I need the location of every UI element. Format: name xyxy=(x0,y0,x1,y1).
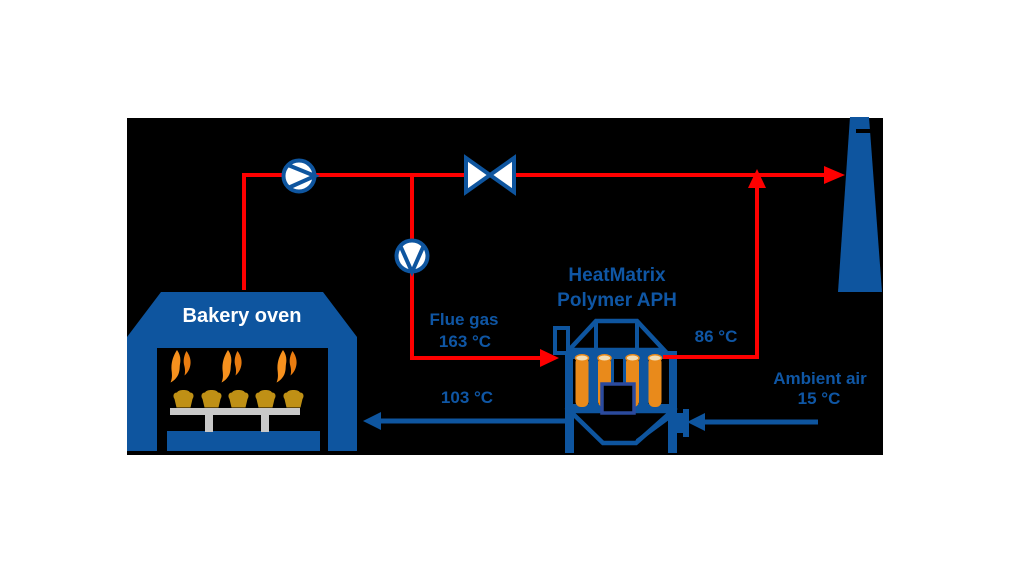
preheated-air-temp-label: 103 °C xyxy=(440,388,494,407)
flame-icon xyxy=(170,350,191,383)
flue-gas-main-pipe xyxy=(242,173,824,290)
aph-leg xyxy=(668,411,677,453)
arrow-left-icon xyxy=(363,412,381,430)
shelf-top xyxy=(170,408,300,415)
aph-access-door xyxy=(600,382,636,415)
oven-platform xyxy=(167,431,320,451)
air-piping xyxy=(363,412,818,431)
baked-goods xyxy=(173,390,304,408)
muffin-icon xyxy=(201,390,222,408)
aph-divider xyxy=(639,355,649,408)
muffin-icon xyxy=(283,390,304,408)
aph-leg xyxy=(565,411,574,453)
ambient-air-label: Ambient air xyxy=(773,369,867,388)
flame-icon xyxy=(221,350,242,383)
arrow-right-icon xyxy=(540,349,559,367)
aph-hopper-strut xyxy=(635,411,677,443)
aph-inlet-nozzle xyxy=(553,326,570,355)
heat-tube xyxy=(647,354,663,407)
aph-air-flange xyxy=(683,409,689,437)
flue-gas-piping xyxy=(242,166,845,367)
flue-gas-temp-label: 163 °C xyxy=(438,332,492,351)
shelf-leg xyxy=(261,415,269,432)
muffin-icon xyxy=(228,390,249,408)
fan-icon xyxy=(281,158,321,194)
bakery-oven xyxy=(127,292,357,451)
arrow-up-icon xyxy=(748,169,766,188)
flue-gas-label: Flue gas xyxy=(429,310,499,329)
aph-outlet-temp-label: 86 °C xyxy=(694,327,738,346)
muffin-icon xyxy=(173,390,194,408)
burner-flames xyxy=(170,350,297,383)
heat-tube xyxy=(574,354,590,407)
aph-title-line2: Polymer APH xyxy=(557,290,677,311)
fan-icon xyxy=(394,238,430,277)
flue-gas-branch-pipe xyxy=(410,175,540,360)
oven-shelf xyxy=(170,408,300,432)
ambient-air-temp-label: 15 °C xyxy=(797,389,841,408)
valve-icon xyxy=(464,154,516,196)
oven-label: Bakery oven xyxy=(182,305,302,327)
aph-air-nozzle xyxy=(677,413,683,433)
muffin-icon xyxy=(255,390,276,408)
oven-body xyxy=(127,292,357,451)
chimney-stack xyxy=(838,117,882,292)
aph-outlet-pipe xyxy=(663,188,759,359)
aph-divider xyxy=(588,355,598,408)
flame-icon xyxy=(276,350,297,383)
arrow-left-icon xyxy=(687,413,705,431)
chimney-body xyxy=(838,117,882,292)
aph-frame-line xyxy=(611,357,614,406)
aph-title-line1: HeatMatrix xyxy=(568,265,666,286)
shelf-leg xyxy=(205,415,213,432)
air-preheater-unit xyxy=(553,318,689,453)
aph-frame-line xyxy=(623,357,626,406)
arrow-right-icon xyxy=(824,166,845,184)
chimney-notch xyxy=(856,129,872,133)
